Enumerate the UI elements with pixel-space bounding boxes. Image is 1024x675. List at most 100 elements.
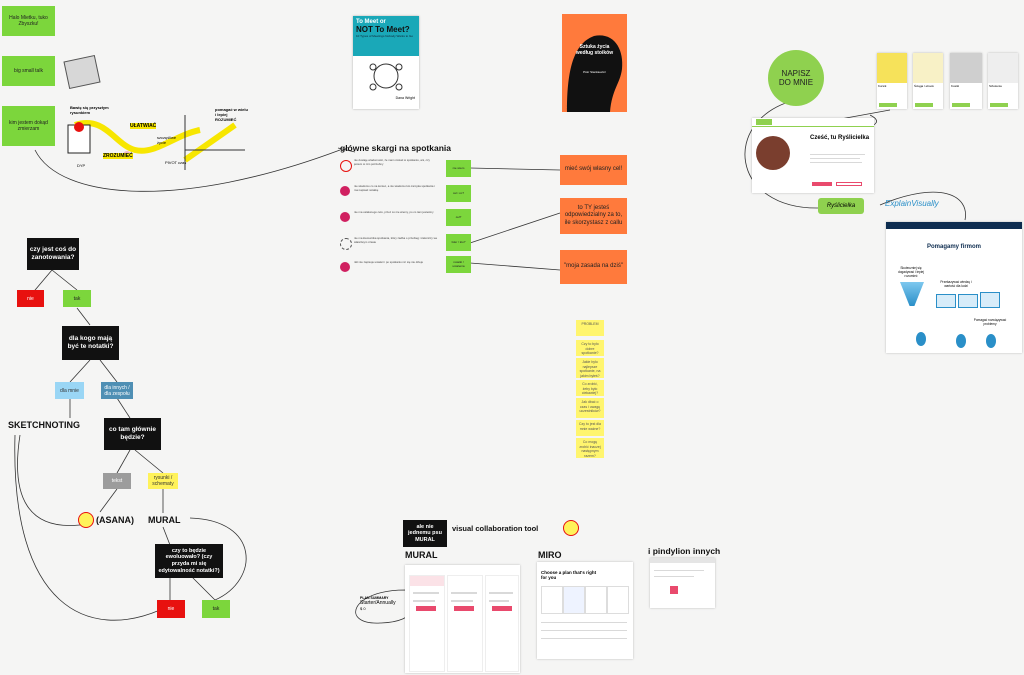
app-logo-icon (670, 586, 678, 594)
sketchnote-doodle: Bawię się przyszłym rysunkiem UŁATWIAĆ s… (65, 105, 250, 175)
plan-price: $ 0 (360, 606, 366, 611)
complaint-tag[interactable]: notatki / ustalenia (446, 256, 471, 273)
product-card[interactable]: Ściąga / ebook (913, 53, 943, 109)
product-name: Kursik (878, 84, 887, 88)
complaint-row: nie ma kierownika spotkania, który zadba… (338, 236, 438, 254)
ryslicielka-website[interactable]: Cześć, tu Ryślicielka (752, 118, 874, 193)
my-rule-note[interactable]: "moja zasada na dziś" (560, 250, 627, 284)
product-name: Ściąga / ebook (914, 84, 934, 88)
q-for-whom[interactable]: dla kogo mają być te notatki? (62, 326, 119, 360)
avatar (756, 136, 790, 170)
explain-visually-website[interactable]: Pomagamy firmom Skuteczniej się dogadywa… (886, 222, 1022, 353)
product-buy-button[interactable] (952, 103, 970, 107)
sketch-label-5: pomagać w wielu i lepiej ROZUMIEĆ (215, 107, 248, 122)
product-card[interactable]: Kostki (950, 53, 982, 109)
sketch-label-4: ZROZUMIEĆ (103, 153, 133, 159)
board-illustration (936, 294, 956, 308)
product-name: Kostki (951, 84, 960, 88)
contact-me-badge[interactable]: NAPISZ DO MNIE (768, 50, 824, 106)
answer-no-2[interactable]: nie (157, 600, 185, 618)
yellow-note[interactable]: PROBLEM (576, 320, 604, 336)
greeting-note[interactable]: Halo Mietku, tuko Zbyszku! (2, 6, 55, 36)
answer-text[interactable]: tekst (103, 473, 131, 489)
book1-title-line1: To Meet or (356, 19, 386, 25)
answer-for-me[interactable]: dla mnie (55, 382, 84, 399)
sketch-label-3: szczęśliwe życie (157, 135, 177, 145)
mural-plan-card (409, 575, 445, 672)
complaint-tag[interactable]: nie wiem (446, 160, 471, 177)
person-icon (340, 212, 350, 222)
yellow-note[interactable]: Czy to jest dla mnie ważne? (576, 420, 604, 436)
plan-select-button[interactable] (492, 606, 512, 611)
book-cover-meet: To Meet or NOT To Meet? 10 Types of Meet… (353, 16, 419, 109)
plan-summary-callout: PLAN SUMMARY Starter/Annually $ 0 (360, 596, 420, 620)
person-illustration (916, 332, 926, 346)
q-what-mainly[interactable]: co tam głównie będzie? (104, 418, 161, 450)
book2-author: Piotr Stankiewicz (583, 70, 606, 74)
answer-yes-1[interactable]: tak (63, 290, 91, 307)
plan-select-button[interactable] (454, 606, 474, 611)
funnel-illustration (900, 282, 924, 306)
own-goal-note[interactable]: mieć swój własny cel! (560, 155, 627, 185)
q-anything-to-note[interactable]: czy jest coś do zanotowania? (27, 238, 79, 270)
product-card[interactable]: Kursik (877, 53, 907, 109)
yellow-note[interactable]: Jak dbać o czas i uwagę uczestników? (576, 398, 604, 418)
complaint-tag[interactable]: lider / kto? (446, 234, 471, 251)
miro-plan-heading: Choose a plan that's right for you (541, 570, 597, 580)
complaint-tag[interactable]: cel i co? (446, 185, 471, 202)
hero-cta-button[interactable] (812, 182, 832, 186)
complaints-list: nie dostaję wiadomości, że mam zostać w … (338, 158, 438, 278)
complaint-text: nie ma ustalonego celu, przez co nie wie… (354, 210, 434, 214)
other-tool-screenshot[interactable] (650, 558, 715, 608)
answer-no-1[interactable]: nie (17, 290, 44, 307)
people-icon (340, 186, 350, 196)
miro-plan-card (607, 586, 629, 614)
board-illustration (958, 294, 978, 308)
complaint-text: nie dostaję wiadomości, że mam zostać w … (354, 158, 430, 166)
not-one-mural-note[interactable]: ale nie jednemu psu MURAL (403, 520, 447, 547)
answer-drawings[interactable]: rysunki / schematy (148, 473, 178, 489)
product-card[interactable]: Szkolenie (988, 53, 1018, 109)
board-illustration (980, 292, 1000, 308)
answer-for-others[interactable]: dla innych / dla zespołu (101, 382, 133, 399)
contact-line1: NAPISZ (781, 69, 811, 78)
gear-icon (340, 238, 352, 250)
responsibility-note[interactable]: to TY jesteś odpowiedzialny za to, ile s… (560, 198, 627, 234)
mural-plan-card (447, 575, 483, 672)
q-will-evolve[interactable]: czy to będzie ewoluowało? (czy przyda mi… (155, 544, 223, 578)
answer-yes-2[interactable]: tak (202, 600, 230, 618)
complaints-heading: główne skargi na spotkania (340, 143, 452, 153)
explain-visually-logo: ExplainVisually (885, 199, 939, 208)
mural-pricing-screenshot[interactable] (405, 565, 520, 673)
hero-title: Cześć, tu Ryślicielka (810, 135, 870, 141)
plan-name: Starter/Annually (360, 600, 396, 606)
complaint-text: nie ma kierownika spotkania, który zadba… (354, 236, 438, 244)
mural-heading: MURAL (405, 550, 438, 560)
product-buy-button[interactable] (879, 103, 897, 107)
complaint-row: nie ma ustalonego celu, przez co nie wie… (338, 210, 438, 228)
sketch-label-1: Bawię się przyszłym rysunkiem (70, 105, 109, 115)
yellow-note[interactable]: Jakie było najlepsze spotkanie, na jakim… (576, 358, 604, 378)
plan-select-button[interactable] (416, 606, 436, 611)
yellow-note[interactable]: Co zrobić, żeby było ciekawiej? (576, 380, 604, 396)
complaint-tag[interactable]: cel? (446, 209, 471, 226)
product-buy-button[interactable] (990, 103, 1008, 107)
ryslicielka-logo: Ryślicielka (818, 198, 864, 214)
complaint-row: nie dostaję wiadomości, że mam zostać w … (338, 158, 438, 176)
who-am-i-note[interactable]: kim jestem dokąd zmierzam (2, 106, 55, 146)
plan-summary-label: PLAN SUMMARY (360, 596, 389, 600)
small-talk-note[interactable]: big small talk (2, 56, 55, 86)
product-buy-button[interactable] (915, 103, 933, 107)
miro-heading: MIRO (538, 550, 562, 560)
yellow-note[interactable]: Czy to było dobre spotkanie? (576, 340, 604, 356)
question-icon (340, 160, 352, 172)
sketch-label-9: PIVOT czas (165, 160, 187, 165)
contact-line2: DO MNIE (778, 78, 814, 87)
sketch-label-8: DYP (77, 163, 86, 168)
sketchnoting-label: SKETCHNOTING (8, 420, 80, 430)
miro-pricing-screenshot[interactable]: Choose a plan that's right for you (537, 562, 633, 659)
hero-secondary-button[interactable] (836, 182, 862, 186)
yellow-note[interactable]: Co mogę zrobić inaczej następnym razem? (576, 438, 604, 458)
miro-plan-card (541, 586, 563, 614)
explain-c2: Przekazywać wiedzę i wartość dla ludzi (940, 280, 972, 288)
